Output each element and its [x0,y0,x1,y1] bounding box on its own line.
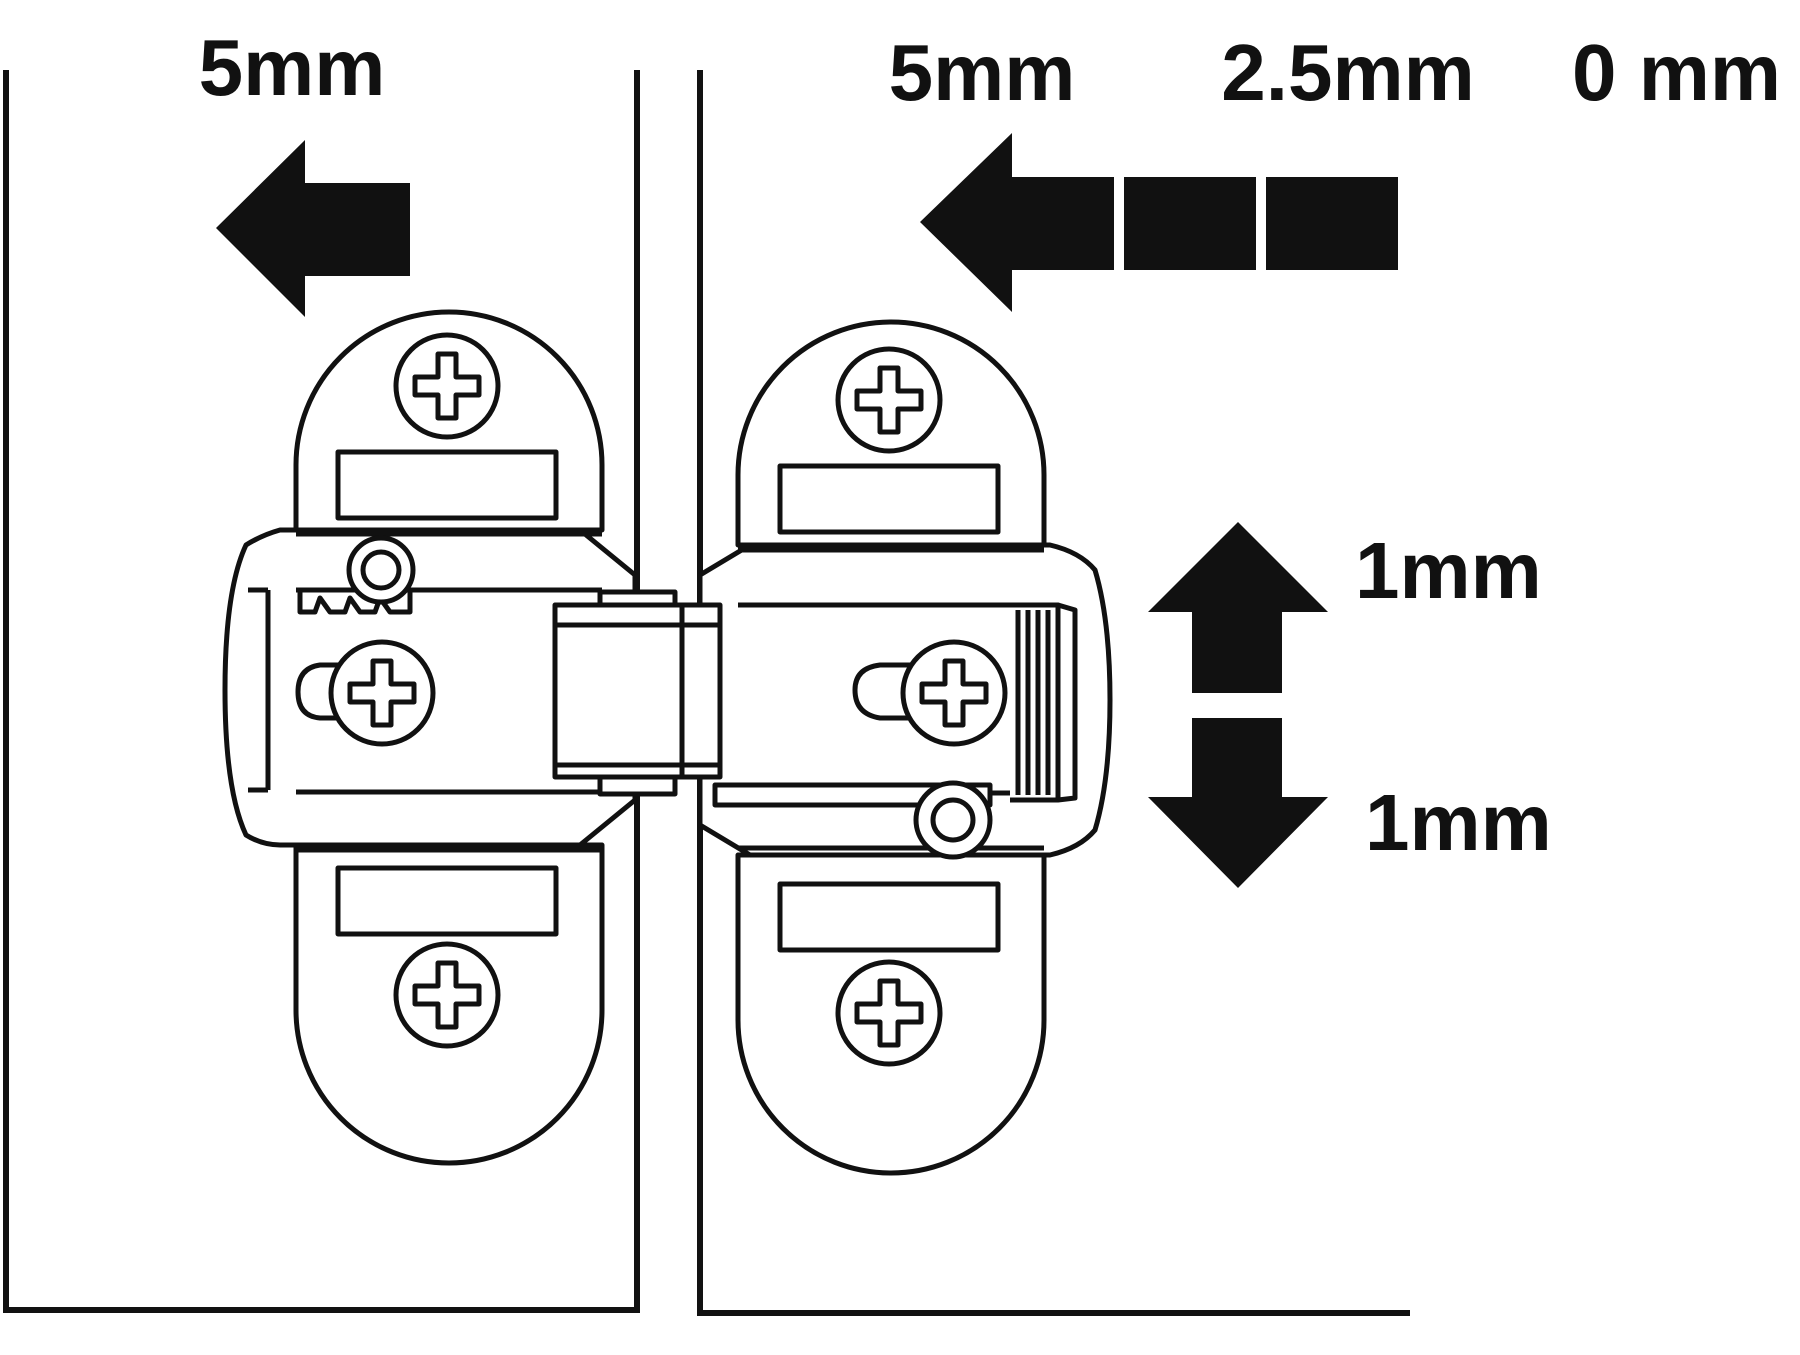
depth-2-5mm-label: 2.5mm [1221,28,1474,117]
height-down-label: 1mm [1365,778,1552,867]
hinge-arm [552,589,723,797]
door-panel [697,70,1410,1316]
left-adjust-label: 5mm [199,23,386,112]
phillips-screw-icon [838,349,940,451]
phillips-screw-icon [903,642,1005,744]
depth-5mm-label: 5mm [889,28,1076,117]
arrow-left-icon [216,140,410,317]
arrow-down-icon [1148,718,1328,888]
phillips-screw-icon [838,962,940,1064]
arrow-up-icon [1148,522,1328,693]
phillips-screw-icon [331,642,433,744]
phillips-screw-icon [396,335,498,437]
segmented-arrow-left-icon [920,133,1398,312]
depth-0mm-label: 0 mm [1572,28,1781,117]
phillips-screw-icon [396,944,498,1046]
height-up-label: 1mm [1355,526,1542,615]
